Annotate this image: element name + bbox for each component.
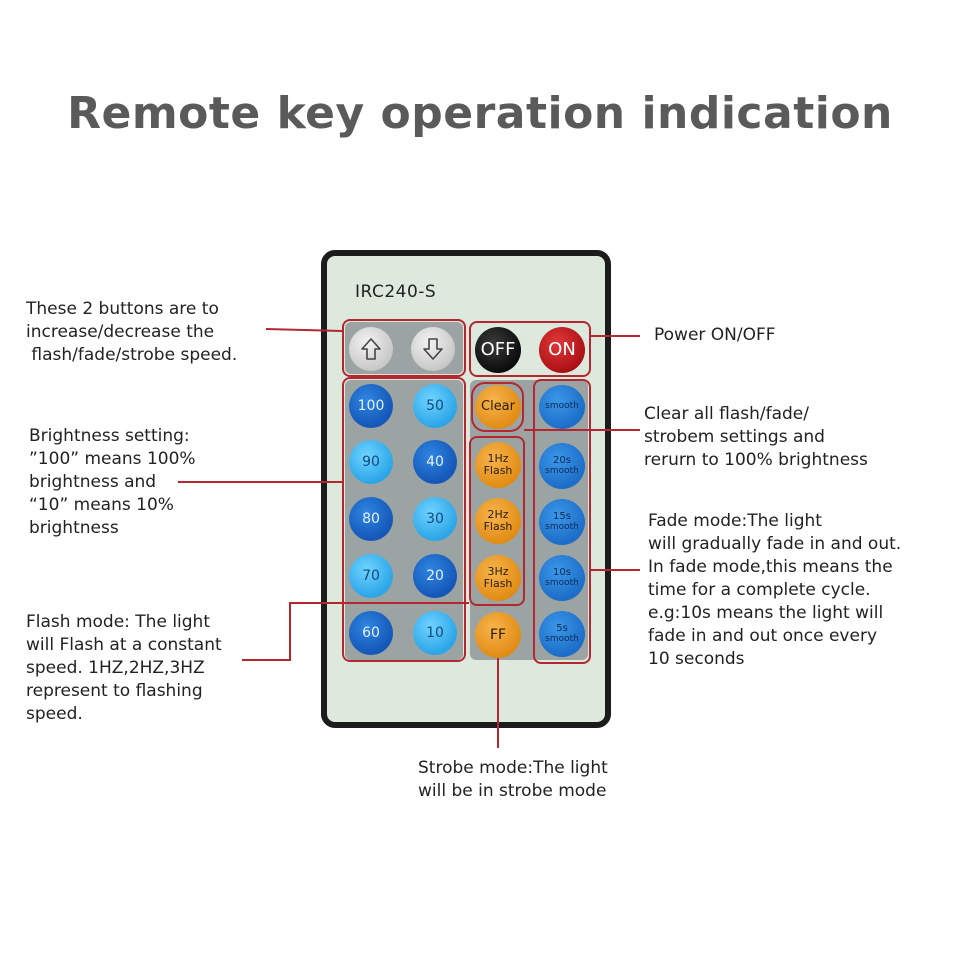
flash-3hz-button[interactable]: 3Hz Flash [475,555,521,601]
fade-10s-button[interactable]: 10s smooth [539,555,585,601]
brightness-group-frame [342,377,466,662]
brightness-30-button[interactable]: 30 [413,497,457,541]
smooth-button[interactable]: smooth [539,385,585,429]
annotation-line: time for a complete cycle. [648,580,871,600]
flash-group-frame [469,436,525,606]
speed-annotation: These 2 buttons are to increase/decrease… [26,298,237,367]
key-line: Flash [483,577,513,590]
flash-annotation: Flash mode: The light will Flash at a co… [26,611,222,726]
speed-group-frame [342,319,466,377]
brightness-100-button[interactable]: 100 [349,384,393,428]
power-off-button[interactable]: OFF [475,327,521,373]
key-line: smooth [545,521,579,532]
brightness-20-button[interactable]: 20 [413,554,457,598]
fade-15s-button[interactable]: 15s smooth [539,499,585,545]
power-annotation: Power ON/OFF [654,324,776,347]
key-line: 20s [553,455,571,467]
annotation-line: In fade mode,this means the [648,557,893,577]
annotation-line: fade in and out once every [648,626,878,646]
annotation-line: will be in strobe mode [418,781,607,801]
brightness-70-button[interactable]: 70 [349,554,393,598]
key-line: Flash [483,520,513,533]
strobe-ff-button[interactable]: FF [475,612,521,658]
annotation-line: Fade mode:The light [648,511,822,531]
annotation-line: e.g:10s means the light will [648,603,884,623]
annotation-line: strobem settings and [644,427,825,447]
annotation-line: brightness [29,518,119,538]
key-line: 3Hz [487,565,509,579]
fade-5s-button[interactable]: 5s smooth [539,611,585,657]
strobe-annotation: Strobe mode:The light will be in strobe … [418,757,608,803]
annotation-line: speed. 1HZ,2HZ,3HZ [26,658,205,678]
remote-model-label: IRC240-S [355,282,437,302]
key-line: smooth [545,577,579,588]
fade-group-frame [533,379,591,664]
flash-leader [242,602,469,661]
page-title: Remote key operation indication [67,88,893,139]
key-line: 1Hz [487,452,509,466]
arrow-down-icon [423,338,443,360]
annotation-line: Power ON/OFF [654,325,776,345]
fade-20s-button[interactable]: 20s smooth [539,443,585,489]
annotation-line: represent to flashing [26,681,203,701]
speed-up-button[interactable] [349,327,393,371]
key-line: smooth [545,465,579,476]
flash-2hz-button[interactable]: 2Hz Flash [475,498,521,544]
annotation-line: ”100” means 100% [29,449,196,469]
brightness-90-button[interactable]: 90 [349,440,393,484]
power-on-button[interactable]: ON [539,327,585,373]
annotation-line: speed. [26,704,83,724]
annotation-line: These 2 buttons are to [26,299,219,319]
brightness-annotation: Brightness setting: ”100” means 100% bri… [29,425,196,540]
brightness-60-button[interactable]: 60 [349,611,393,655]
annotation-line: brightness and [29,472,157,492]
annotation-line: Clear all flash/fade/ [644,404,809,424]
brightness-50-button[interactable]: 50 [413,384,457,428]
brightness-40-button[interactable]: 40 [413,440,457,484]
annotation-line: increase/decrease the [26,322,215,342]
key-line: 15s [553,511,571,523]
speed-leader [265,328,343,332]
power-group-frame [469,321,591,377]
annotation-line: Strobe mode:The light [418,758,608,778]
annotation-line: 10 seconds [648,649,745,669]
annotation-line: will gradually fade in and out. [648,534,902,554]
key-line: 5s [556,623,568,635]
brightness-80-button[interactable]: 80 [349,497,393,541]
annotation-line: flash/fade/strobe speed. [26,345,238,365]
fade-annotation: Fade mode:The light will gradually fade … [648,510,901,671]
annotation-line: rerurn to 100% brightness [644,450,868,470]
key-line: Flash [483,464,513,477]
key-line: 2Hz [487,508,509,522]
key-line: smooth [545,633,579,644]
arrow-up-icon [361,338,381,360]
brightness-10-button[interactable]: 10 [413,611,457,655]
annotation-line: Brightness setting: [29,426,190,446]
annotation-line: Flash mode: The light [26,612,210,632]
flash-1hz-button[interactable]: 1Hz Flash [475,442,521,488]
annotation-line: “10” means 10% [29,495,174,515]
speed-down-button[interactable] [411,327,455,371]
clear-key-frame [471,382,524,432]
key-line: 10s [553,567,571,579]
annotation-line: will Flash at a constant [26,635,222,655]
clear-annotation: Clear all flash/fade/ strobem settings a… [644,403,868,472]
